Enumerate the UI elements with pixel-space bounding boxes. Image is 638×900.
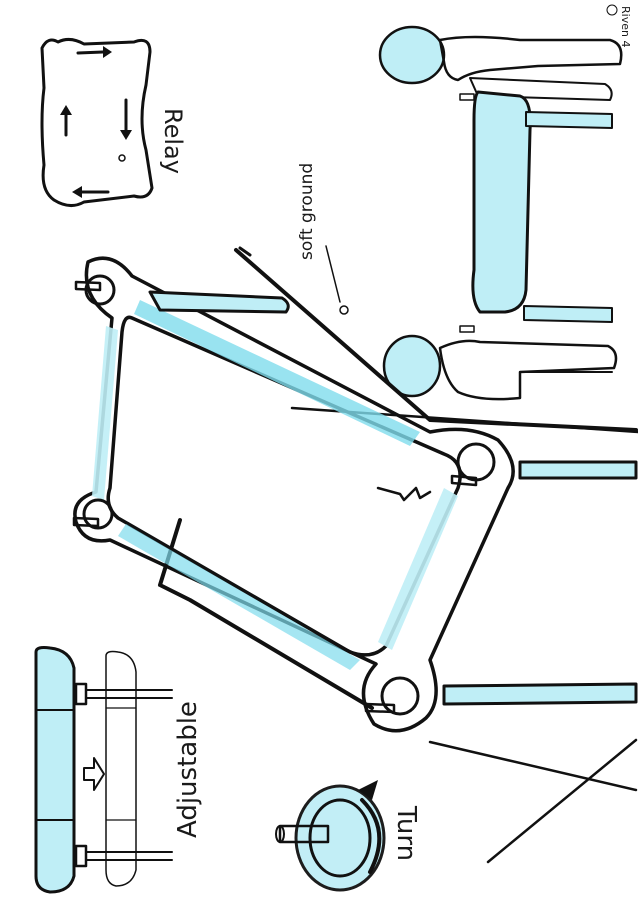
rotate-arrow-icon xyxy=(358,780,382,874)
arrow-right-icon xyxy=(76,46,112,58)
adjust-arrow-icon xyxy=(83,757,105,791)
adjustable-diagram xyxy=(34,646,173,894)
soft-ground-label: soft ground xyxy=(297,163,317,260)
arrow-down-icon xyxy=(120,98,132,140)
relay-label: Relay xyxy=(159,108,187,174)
adjustable-label: Adjustable xyxy=(173,701,203,838)
soft-ground-callout xyxy=(325,245,349,315)
figure-1-head xyxy=(378,25,446,85)
arrow-up-icon xyxy=(60,105,72,137)
bench-seat xyxy=(471,90,532,314)
signature: Riven 4 xyxy=(619,6,632,47)
arrow-left-icon xyxy=(72,186,110,198)
turn-label: Turn xyxy=(391,805,421,861)
turn-diagram xyxy=(275,780,386,892)
figure-2-head xyxy=(382,334,442,398)
soft-ground-mat xyxy=(234,248,638,432)
relay-pad-diagram xyxy=(40,37,154,207)
playground-frame xyxy=(72,256,638,733)
bench-scene xyxy=(290,25,638,434)
